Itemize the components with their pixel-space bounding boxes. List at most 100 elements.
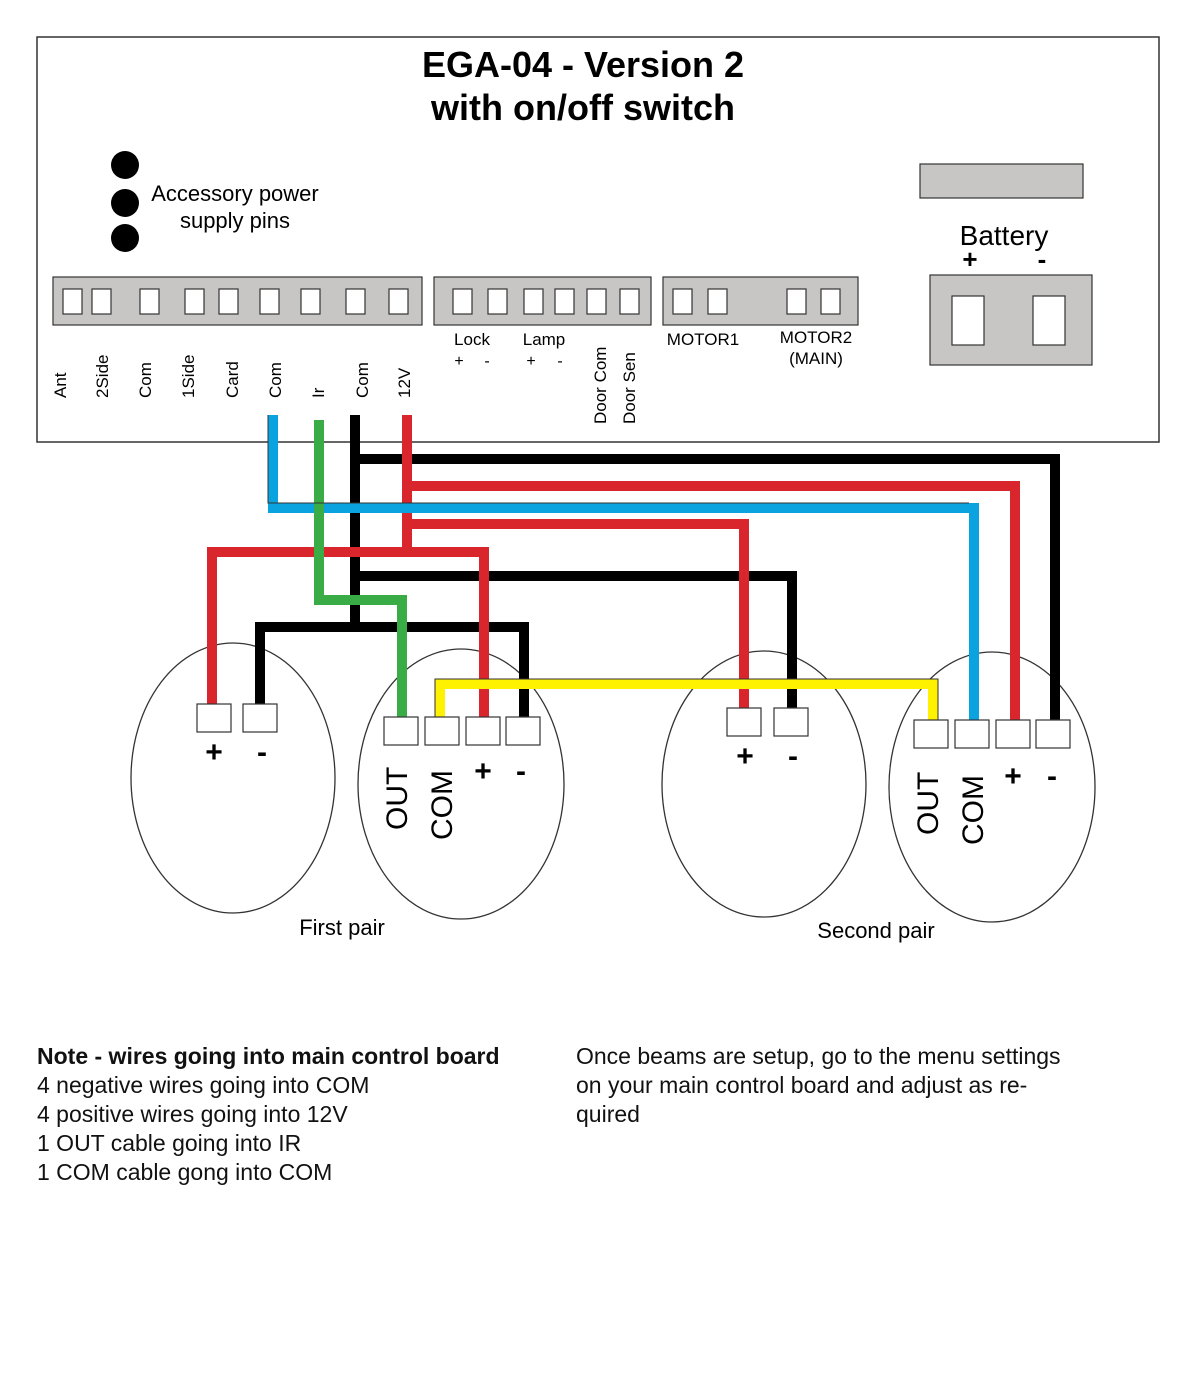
terminal-slot (820, 288, 841, 315)
wire-yellow-com-link (435, 679, 938, 722)
terminal-label: Com (266, 362, 285, 398)
sensor-terminal (773, 707, 809, 737)
sensor-2-transmitter (661, 650, 867, 918)
note-line: Once beams are setup, go to the menu set… (576, 1043, 1061, 1069)
terminal-slot (672, 288, 693, 315)
terminal-label: Ir (309, 387, 328, 398)
switch-bar (919, 163, 1084, 199)
terminal-slot (707, 288, 728, 315)
lamp-minus-label: - (557, 353, 562, 370)
terminal-label: 2Side (93, 355, 112, 398)
terminal-slot (218, 288, 239, 315)
wire-blue-outline (267, 415, 969, 504)
accessory-label-line1: Accessory power (151, 181, 319, 206)
sensor-terminal (242, 703, 278, 733)
sensor-terminal (726, 707, 762, 737)
wire-black-to-sensor1-transmitter-neg (255, 622, 355, 706)
board-title-line2: with on/off switch (430, 87, 735, 128)
terminal-slot (184, 288, 205, 315)
sensor1-rx-out: OUT (381, 767, 414, 830)
sensor-terminal (465, 716, 501, 746)
accessory-pin-3 (111, 224, 139, 252)
sensor2-rx-plus: + (1004, 760, 1022, 793)
terminal-slot (487, 288, 508, 315)
sensor-terminal (196, 703, 232, 733)
battery-label: Battery (960, 220, 1049, 251)
wire-blue-com (268, 415, 979, 722)
motor1-label: MOTOR1 (667, 330, 739, 349)
sensor1-tx-minus: - (257, 736, 267, 769)
terminal-slot (619, 288, 640, 315)
terminal-slot (554, 288, 575, 315)
sensor-1-transmitter (130, 642, 336, 914)
sensor1-rx-minus: - (516, 755, 526, 788)
sensor2-tx-plus: + (736, 740, 754, 773)
terminal-label: Com (136, 362, 155, 398)
terminal-label: 1Side (179, 355, 198, 398)
sensor-terminal (1035, 719, 1071, 749)
wire-yellow-outline (434, 678, 939, 722)
terminal-label: 12V (395, 367, 414, 398)
motor2-label-line2: (MAIN) (789, 349, 843, 368)
accessory-pin-2 (111, 189, 139, 217)
wire-black-to-sensor1-receiver-neg (350, 459, 529, 717)
battery-minus-label: - (1038, 244, 1047, 274)
note-line: 1 COM cable gong into COM (37, 1159, 333, 1185)
wire-green-ir (314, 420, 407, 717)
sensor1-rx-plus: + (474, 755, 492, 788)
door-sen-label: Door Sen (620, 352, 639, 424)
terminal-slot (91, 288, 112, 315)
lock-minus-label: - (484, 353, 489, 370)
lamp-plus-label: + (526, 353, 535, 370)
battery-plus-label: + (962, 244, 977, 274)
second-pair-label: Second pair (817, 918, 934, 943)
terminal-slot (259, 288, 280, 315)
note-line: on your main control board and adjust as… (576, 1072, 1028, 1098)
wire-red-to-sensor1-receiver-pos (402, 524, 489, 717)
terminal-label: Ant (51, 372, 70, 398)
sensor-terminal (913, 719, 949, 749)
terminal-slot (139, 288, 160, 315)
sensor-terminal (995, 719, 1031, 749)
wire-red-to-sensor2-receiver-pos (402, 415, 1020, 722)
terminal-slot (523, 288, 544, 315)
accessory-pin-1 (111, 151, 139, 179)
battery-plus-terminal (951, 295, 985, 346)
motor2-label-line1: MOTOR2 (780, 328, 852, 347)
lock-label: Lock (454, 330, 490, 349)
sensor1-tx-plus: + (205, 736, 223, 769)
sensor1-rx-com: COM (426, 770, 459, 840)
terminal-slot (786, 288, 807, 315)
door-com-label: Door Com (591, 347, 610, 424)
wire-black-to-sensor2-transmitter-neg (355, 571, 797, 710)
first-pair-label: First pair (299, 915, 385, 940)
accessory-label-line2: supply pins (180, 208, 290, 233)
sensor2-tx-minus: - (788, 740, 798, 773)
terminal-slot (452, 288, 473, 315)
terminal-slot (388, 288, 409, 315)
note-line: 1 OUT cable going into IR (37, 1130, 302, 1156)
lamp-label: Lamp (523, 330, 566, 349)
battery-minus-terminal (1032, 295, 1066, 346)
notes-right: Once beams are setup, go to the menu set… (576, 1042, 1136, 1129)
terminal-label: Com (353, 362, 372, 398)
sensor2-rx-com: COM (957, 775, 990, 845)
terminal-slot (345, 288, 366, 315)
sensor-terminal (505, 716, 541, 746)
notes-left: Note - wires going into main control boa… (37, 1042, 557, 1187)
note-line: quired (576, 1101, 640, 1127)
board-title-line1: EGA-04 - Version 2 (422, 44, 744, 85)
sensor-terminal (954, 719, 990, 749)
terminal-slot (586, 288, 607, 315)
sensor2-rx-out: OUT (912, 772, 945, 835)
wire-red-to-sensor1-transmitter-pos (207, 547, 407, 706)
sensor-terminal (383, 716, 419, 746)
sensor-terminal (424, 716, 460, 746)
terminal-slot (300, 288, 321, 315)
sensor2-rx-minus: - (1047, 760, 1057, 793)
terminal-slot (62, 288, 83, 315)
terminal-label: Card (223, 361, 242, 398)
note-line: 4 positive wires going into 12V (37, 1101, 348, 1127)
note-line: 4 negative wires going into COM (37, 1072, 370, 1098)
